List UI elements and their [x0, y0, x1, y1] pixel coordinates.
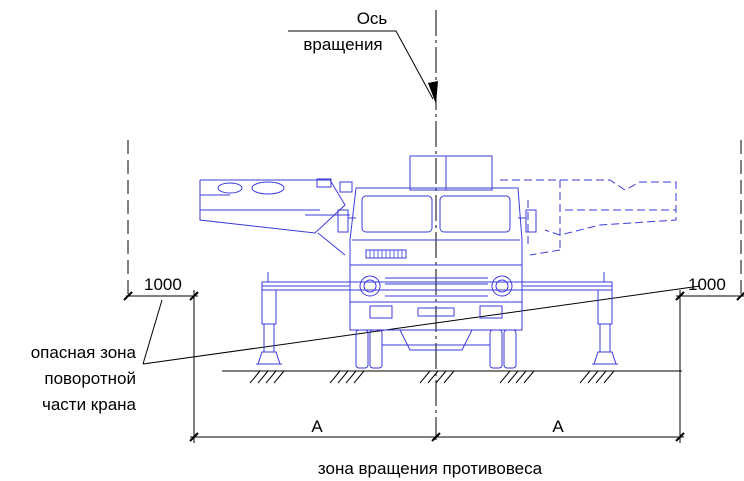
crane-counterweight-dashed — [500, 179, 677, 256]
axis-label-leader — [288, 30, 434, 100]
span-right-a: А — [552, 417, 564, 436]
danger-zone-leader — [142, 299, 163, 365]
front-bumper — [349, 301, 523, 331]
ground-hatching — [249, 370, 615, 384]
danger-zone-label-line2: поворотной — [44, 369, 136, 388]
danger-zone-label-line3: части крана — [42, 395, 137, 414]
dimension-ticks — [123, 291, 744, 442]
outrigger-right — [592, 272, 618, 365]
windshield-left — [361, 195, 433, 233]
crane-cab-roof — [409, 155, 493, 191]
span-left-a: А — [311, 417, 323, 436]
wheels — [355, 329, 517, 369]
dimension-left-1000: 1000 — [144, 275, 182, 294]
reference-lines — [126, 10, 744, 443]
crane-boom-left — [199, 178, 353, 256]
danger-zone-slope-line — [142, 285, 701, 365]
danger-zone-label-line1: опасная зона — [31, 343, 137, 362]
headlight-left — [359, 275, 381, 297]
outrigger-left — [256, 272, 282, 365]
axis-label-line1: Ось — [357, 9, 388, 28]
windshield-right — [439, 195, 511, 233]
counterweight-zone-label: зона вращения противовеса — [318, 459, 543, 478]
headlight-right — [491, 275, 513, 297]
dimension-right-1000: 1000 — [688, 275, 726, 294]
axis-arrowhead — [428, 81, 438, 104]
axis-label-line2: вращения — [303, 35, 382, 54]
crane-truck — [199, 155, 677, 369]
